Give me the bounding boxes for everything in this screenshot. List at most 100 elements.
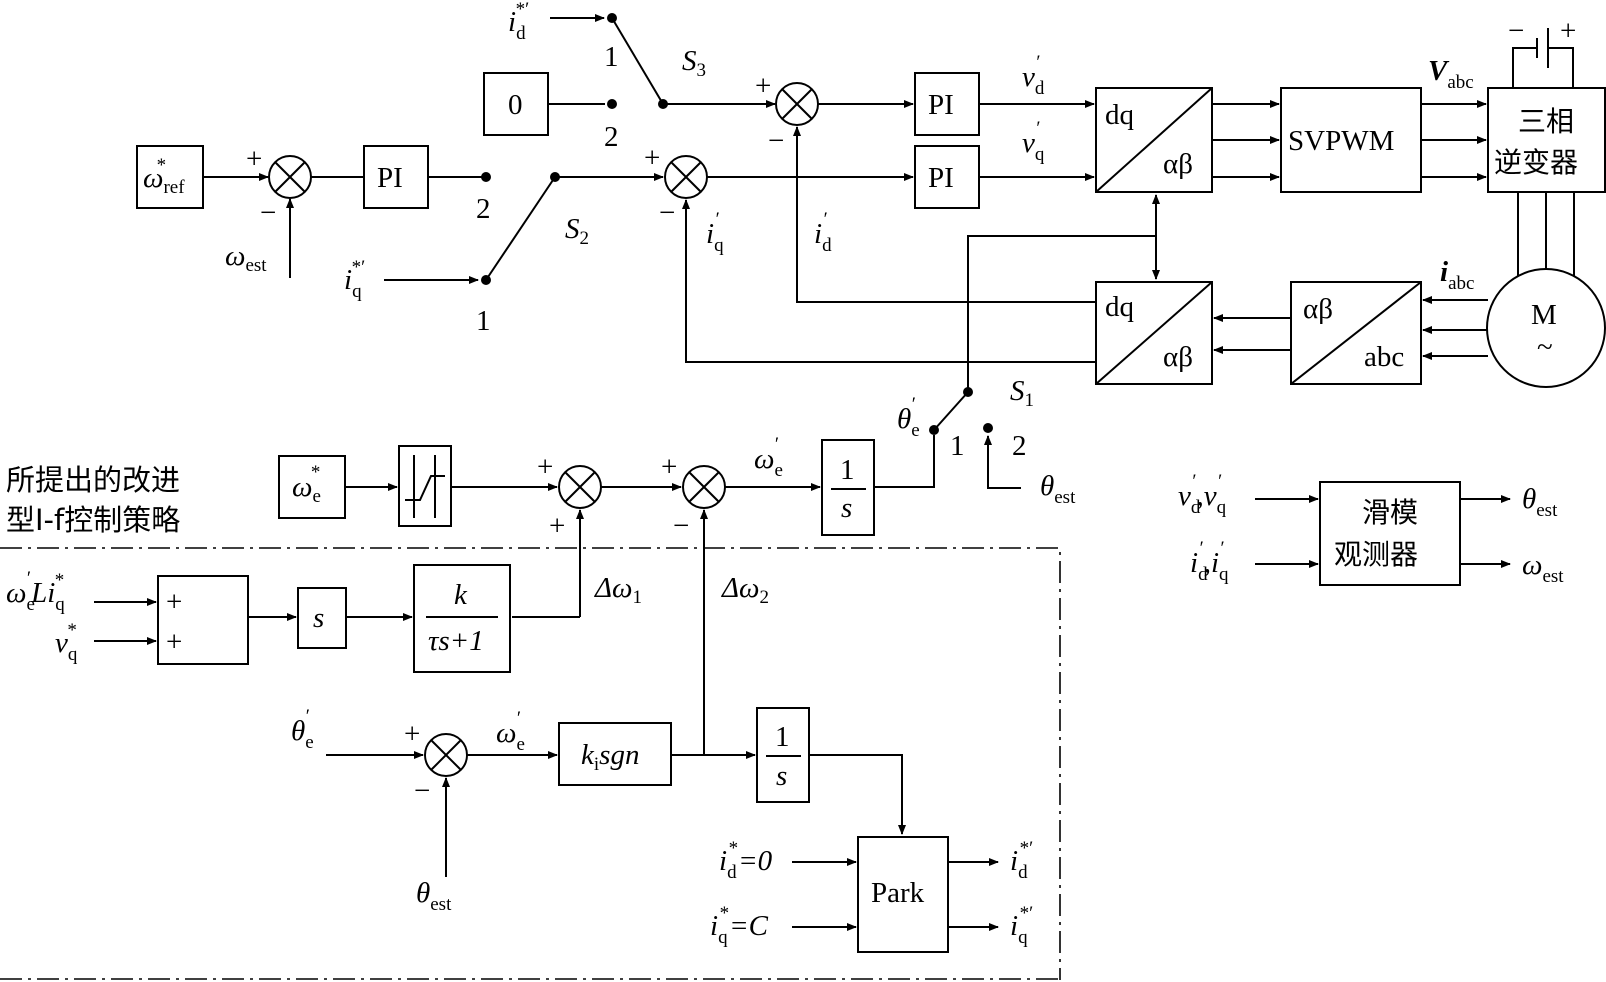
lowpass-den: τs+1: [428, 625, 484, 657]
s3-pos2: 2: [604, 121, 619, 153]
iq-star-prime-out-label: iq*′: [1010, 903, 1033, 948]
lowpass-num: k: [454, 579, 468, 611]
ff-input2-label: vq*: [55, 620, 78, 665]
inverter-line2: 逆变器: [1494, 146, 1578, 179]
id-prime-feedback-label: id′: [814, 209, 832, 256]
pi-speed-box: [363, 145, 429, 209]
inverter-box: [1487, 87, 1606, 193]
theta-e-prime-label: θe′: [897, 394, 920, 441]
s3-pos1: 1: [604, 41, 619, 73]
park-feedback-ab: αβ: [1163, 341, 1193, 373]
derivative-label: s: [313, 602, 324, 634]
iq-star-prime-label: iq*′: [344, 257, 365, 302]
delta-omega1-label: Δω1: [594, 572, 642, 608]
ramp-limiter-icon: [405, 475, 445, 501]
inverter-line1: 三相: [1518, 105, 1574, 138]
omega-e-prime-top-label: ωe′: [754, 434, 783, 481]
pi-speed-label: PI: [377, 162, 403, 194]
lowpass-box: [413, 564, 511, 673]
clarke-ab: αβ: [1303, 293, 1333, 325]
id-star-zero-label: id*=0: [719, 838, 773, 883]
sum5-minus: −: [414, 775, 430, 807]
s2-contact-2: [481, 172, 491, 182]
s1-contact-2: [983, 423, 993, 433]
s1-switch-arm: [933, 391, 969, 431]
theta-est-s1-label: θest: [1040, 470, 1076, 508]
inverse-park-dq: dq: [1105, 99, 1134, 131]
ff-input1-label: ωe′Liq*: [6, 568, 65, 615]
theta-e-prime-input-label: θe′: [291, 706, 314, 753]
vq-prime-label: vq′: [1022, 118, 1045, 165]
sum-d-minus: −: [768, 125, 784, 157]
ramp-limiter-box: [398, 445, 452, 527]
inverse-park-ab: αβ: [1163, 148, 1193, 180]
ki-sgn-box: [558, 722, 672, 786]
caption-line2: 型I-f控制策略: [6, 503, 180, 537]
id-star-prime-top-label: id*′: [508, 0, 529, 44]
sum4-plus: +: [661, 451, 677, 483]
sum-q-minus: −: [659, 197, 675, 229]
motor-tilde: ~: [1537, 331, 1553, 363]
ki-sgn-label: kisgn: [581, 739, 639, 775]
s1-pos2: 2: [1012, 430, 1027, 462]
smo-output-omega-label: ωest: [1522, 549, 1564, 587]
derivative-box: [297, 587, 347, 649]
integrator-top-den: s: [841, 492, 852, 524]
iq-star-c-label: iq*=C: [710, 903, 769, 948]
integrator-top-box: [821, 439, 875, 536]
sum-q-plus: +: [644, 142, 660, 174]
s2-pos2: 2: [476, 193, 491, 225]
integrator-top-num: 1: [840, 454, 855, 486]
s1-contact-1: [929, 425, 939, 435]
vd-prime-label: vd′: [1022, 52, 1045, 99]
integrator-bottom-den: s: [776, 760, 787, 792]
park-label: Park: [871, 877, 925, 909]
iq-prime-feedback-label: iq′: [706, 209, 724, 256]
pi-d-box: [914, 72, 980, 136]
s3-label: S3: [682, 45, 706, 81]
dc-plus: +: [1560, 15, 1576, 47]
sum5-plus: +: [404, 718, 420, 750]
pi-q-label: PI: [928, 162, 954, 194]
motor-circle: [1486, 268, 1606, 388]
sum1-plus: +: [246, 143, 262, 175]
clarke-abc: abc: [1364, 341, 1404, 373]
integrator-bottom-num: 1: [775, 721, 790, 753]
park-box: [857, 836, 949, 953]
dc-link-left: [1512, 47, 1537, 88]
omega-est-label: ωest: [225, 240, 267, 276]
s1-label: S1: [1010, 375, 1034, 411]
zero-box: [483, 72, 549, 136]
smo-line1: 滑模: [1362, 496, 1418, 529]
dc-link-right: [1548, 47, 1574, 88]
vabc-label: Vabc: [1428, 55, 1474, 93]
smo-input-v-label: vd′,vq′: [1178, 471, 1227, 518]
s2-pos1: 1: [476, 305, 491, 337]
theta-e-prime-line: [874, 435, 935, 488]
sum-d-plus: +: [755, 70, 771, 102]
smo-line2: 观测器: [1334, 538, 1418, 571]
theta-est-bottom-label: θest: [416, 877, 452, 915]
sum4-minus: −: [673, 510, 689, 542]
s3-switch-arm: [611, 17, 664, 105]
omega-e-star-label: ωe*: [292, 462, 321, 507]
s3-contact-2: [607, 99, 617, 109]
omega-ref-box: [136, 145, 204, 209]
strategy-frame: [0, 547, 1061, 980]
s2-label: S2: [565, 213, 589, 249]
id-star-prime-out-label: id*′: [1010, 838, 1033, 883]
sum3-plus-left: +: [537, 451, 553, 483]
caption-line1: 所提出的改进: [6, 463, 180, 497]
iabc-label: iabc: [1440, 256, 1474, 294]
dc-minus: −: [1508, 15, 1524, 47]
sum3-plus-bottom: +: [549, 510, 565, 542]
pi-q-box: [914, 145, 980, 209]
svpwm-box: [1280, 87, 1422, 193]
sum1-minus: −: [260, 197, 276, 229]
zero-label: 0: [508, 89, 523, 121]
smo-box: [1319, 481, 1461, 586]
ff-adder-box: [157, 575, 249, 665]
s1-pos1: 1: [950, 430, 965, 462]
delta-omega2-label: Δω2: [721, 572, 769, 608]
